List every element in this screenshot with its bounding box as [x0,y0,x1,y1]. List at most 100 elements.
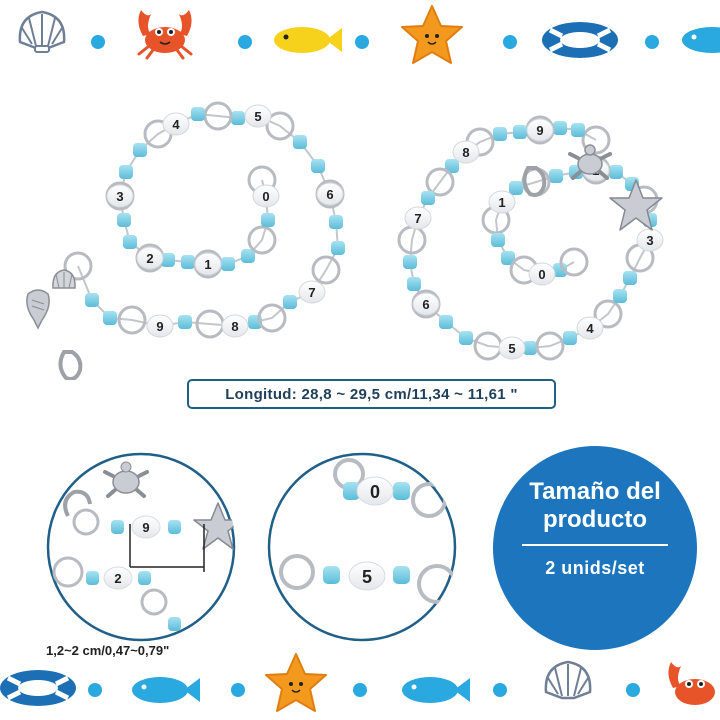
bead [178,315,192,329]
bead [343,482,360,500]
bead [103,311,117,325]
disc-digit: 1 [204,257,211,272]
bead [403,255,417,269]
bead [123,235,137,249]
bead [293,135,307,149]
badge-quantity: 2 unids/set [545,558,645,578]
bead [393,566,410,584]
bead [553,263,567,277]
number-disc: 4 [162,112,190,136]
number-disc: 9 [131,515,161,539]
dot [88,683,102,697]
number-disc: 5 [498,336,526,360]
bead [523,341,537,355]
bead [407,277,421,291]
number-disc: 1 [488,190,516,214]
bead [445,159,459,173]
dot [645,35,659,49]
shell-charm-icon [52,269,76,289]
jump-ring [311,255,341,285]
bead [181,255,195,269]
bead [311,159,325,173]
bead [331,241,345,255]
disc-digit: 2 [146,251,153,266]
top-decor-border [0,2,720,72]
jump-ring [140,588,168,616]
measure-bracket [129,524,205,572]
starfish-charm-icon [609,179,663,231]
clasp-detail-view: 0 5 [267,452,457,642]
jump-ring [425,167,455,197]
bottom-decor-svg [0,653,715,712]
bead [553,121,567,135]
bead [133,143,147,157]
starfish-charm-icon [193,502,236,550]
disc-digit: 9 [536,123,543,138]
bead [329,215,343,229]
fish-icon [402,677,470,703]
bead [493,127,507,141]
length-dimension-label: Longitud: 28,8 ~ 29,5 cm/11,34 ~ 11,61 " [187,379,556,409]
number-disc: 3 [636,228,664,252]
bead [138,571,151,585]
bead [191,107,205,121]
bead [501,251,515,265]
dot [355,35,369,49]
badge-divider [522,544,668,546]
clasp-detail-svg: 0 5 [267,452,457,642]
bead [563,331,577,345]
product-size-badge: Tamaño del producto 2 unids/set [493,446,697,650]
bead [119,165,133,179]
fish-icon [132,677,200,703]
starfish-icon [401,5,463,64]
jump-ring [411,482,447,518]
bead [241,249,255,263]
bead [491,233,505,247]
disc-digit: 6 [422,297,429,312]
disc-digit: 0 [538,267,545,282]
badge-title: Tamaño del producto [529,478,661,533]
disc-digit: 2 [114,571,121,586]
bead [623,271,637,285]
disc-digit: 3 [116,189,123,204]
jump-ring [52,556,84,588]
number-disc: 8 [221,314,249,338]
number-disc: 7 [404,206,432,230]
bead [613,289,627,303]
jump-ring [247,225,277,255]
jump-ring [593,299,623,329]
disc-digit: 3 [646,233,653,248]
jump-ring [63,251,93,281]
disc-digit: 0 [370,482,380,502]
disc-digit: 9 [142,520,149,535]
bead [571,123,585,137]
number-disc: 7 [298,280,326,304]
disc-digit: 4 [586,321,594,336]
dot [353,683,367,697]
number-disc: 9 [146,314,174,338]
crab-icon [668,662,715,705]
jump-ring [72,508,100,536]
disc-digit: 8 [462,145,469,160]
dot [503,35,517,49]
number-disc: 0 [252,184,280,208]
dot [231,683,245,697]
bead [168,520,181,534]
crab-icon [137,10,193,60]
bead [111,520,124,534]
bead [221,257,235,271]
bead [421,191,435,205]
number-disc: 6 [316,182,344,206]
bead [609,165,623,179]
jump-ring [559,247,589,277]
fish-icon [274,27,342,53]
number-disc: 2 [136,246,164,270]
number-disc: 5 [348,561,386,591]
number-disc: 9 [526,118,554,142]
turtle-charm-icon [103,461,149,498]
disc-digit: 5 [254,109,261,124]
seashell-icon [18,10,66,53]
number-disc: 5 [244,104,272,128]
bead [513,125,527,139]
